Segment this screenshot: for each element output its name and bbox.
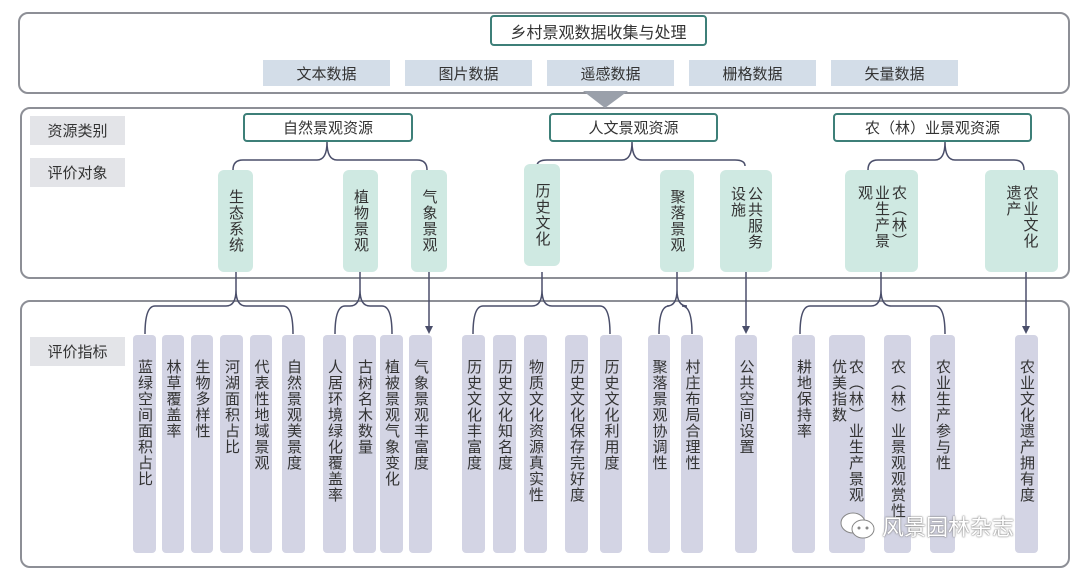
brace-connector xyxy=(334,289,393,335)
indicator-label: 村庄布局合理性 xyxy=(683,359,702,471)
object: 农（林）业生产景观 xyxy=(845,170,918,272)
brace-connector xyxy=(867,141,1025,171)
indicator-label: 蓝绿空间面积占比 xyxy=(136,359,154,487)
object-label: 公共服务设施 xyxy=(729,186,764,250)
row-label-evaluation-indicator: 评价指标 xyxy=(30,337,125,366)
indicator: 人居环境绿化覆盖率 xyxy=(323,335,346,553)
indicator-label: 生物多样性 xyxy=(193,359,212,439)
indicator-label: 林草覆盖率 xyxy=(164,359,183,439)
object: 聚落景观 xyxy=(660,170,694,272)
indicator-label: 耕地保持率 xyxy=(795,359,813,439)
indicator: 公共空间设置 xyxy=(735,335,757,553)
row-label-resource-category: 资源类别 xyxy=(30,116,125,145)
object-label: 农（林）业生产景观 xyxy=(856,185,908,249)
wechat-icon xyxy=(840,512,876,540)
indicator-label: 植被景观气象变化 xyxy=(383,359,401,487)
object: 公共服务设施 xyxy=(720,170,772,272)
indicator: 物质文化资源真实性 xyxy=(524,335,547,553)
brace-connector xyxy=(472,289,611,335)
indicator: 农业文化遗产拥有度 xyxy=(1015,335,1038,553)
indicator-label: 代表性地域景观 xyxy=(252,359,271,471)
arrow-head-icon xyxy=(742,326,750,334)
indicator-label: 历史文化知名度 xyxy=(496,359,514,471)
indicator-label: 农业生产参与性 xyxy=(934,359,952,471)
object-label: 聚落景观 xyxy=(668,189,687,253)
indicator-label: 自然景观美景度 xyxy=(285,359,303,471)
header-title: 乡村景观数据收集与处理 xyxy=(490,15,707,46)
indicator: 气象景观丰富度 xyxy=(409,335,432,553)
object-label: 农业文化遗产 xyxy=(1004,185,1040,249)
indicator: 古树名木数量 xyxy=(353,335,376,553)
indicator-label: 农（林）业景观观赏性 xyxy=(889,359,907,519)
object: 历史文化 xyxy=(524,164,560,266)
data-type-raster: 栅格数据 xyxy=(689,60,816,86)
indicator: 河湖面积占比 xyxy=(220,335,243,553)
object-label: 生态系统 xyxy=(227,189,245,253)
category-agricultural: 农（林）业景观资源 xyxy=(833,113,1032,142)
indicator: 代表性地域景观 xyxy=(250,335,272,553)
data-type-vector: 矢量数据 xyxy=(831,60,958,86)
brace-connector xyxy=(536,141,746,167)
indicator: 农（林）业景观观赏性 xyxy=(884,335,911,553)
brace-connector xyxy=(232,141,428,171)
object-label: 历史文化 xyxy=(533,183,552,247)
category-cultural: 人文景观资源 xyxy=(549,113,718,142)
indicator: 蓝绿空间面积占比 xyxy=(133,335,156,553)
indicator: 村庄布局合理性 xyxy=(681,335,703,553)
category-natural: 自然景观资源 xyxy=(243,113,413,142)
indicator: 生物多样性 xyxy=(191,335,213,553)
indicator: 农业生产参与性 xyxy=(930,335,955,553)
indicator-label: 气象景观丰富度 xyxy=(412,359,430,471)
indicator: 聚落景观协调性 xyxy=(648,335,670,553)
indicator: 历史文化丰富度 xyxy=(462,335,485,553)
indicator: 林草覆盖率 xyxy=(162,335,184,553)
brace-connector xyxy=(144,289,294,335)
indicator-label: 古树名木数量 xyxy=(356,359,374,455)
data-type-text: 文本数据 xyxy=(263,60,390,86)
arrow-head-icon xyxy=(1022,326,1030,334)
brace-connector xyxy=(799,289,946,335)
data-type-remote-sensing: 遥感数据 xyxy=(547,60,674,86)
indicator: 植被景观气象变化 xyxy=(380,335,403,553)
indicator: 耕地保持率 xyxy=(792,335,815,553)
arrow-head-icon xyxy=(425,326,433,334)
brace-connector xyxy=(658,289,693,335)
object-label: 植物景观 xyxy=(352,189,370,253)
indicator-label: 河湖面积占比 xyxy=(223,359,241,455)
object: 农业文化遗产 xyxy=(985,170,1058,272)
data-type-image: 图片数据 xyxy=(405,60,532,86)
indicator: 历史文化利用度 xyxy=(600,335,622,553)
down-triangle-icon xyxy=(583,91,628,108)
indicator: 历史文化保存完好度 xyxy=(565,335,588,553)
indicator-label: 人居环境绿化覆盖率 xyxy=(326,359,344,503)
indicator-label: 历史文化保存完好度 xyxy=(568,359,586,503)
indicator: 历史文化知名度 xyxy=(493,335,516,553)
watermark: 风景园林杂志 xyxy=(840,510,1014,542)
object: 植物景观 xyxy=(343,170,378,272)
watermark-text: 风景园林杂志 xyxy=(882,516,1015,541)
object-label: 气象景观 xyxy=(420,189,439,253)
indicator: 自然景观美景度 xyxy=(282,335,305,553)
row-label-evaluation-object: 评价对象 xyxy=(30,158,125,187)
indicator-label: 公共空间设置 xyxy=(737,359,756,455)
indicator-label: 历史文化利用度 xyxy=(602,359,621,471)
indicator-label: 农（林）业生产景观优美指数 xyxy=(830,359,865,503)
indicator-label: 物质文化资源真实性 xyxy=(527,359,545,503)
indicator-label: 历史文化丰富度 xyxy=(465,359,483,471)
indicator-label: 农业文化遗产拥有度 xyxy=(1018,359,1036,503)
object: 气象景观 xyxy=(411,170,447,272)
indicator-label: 聚落景观协调性 xyxy=(650,359,669,471)
object: 生态系统 xyxy=(218,170,253,272)
